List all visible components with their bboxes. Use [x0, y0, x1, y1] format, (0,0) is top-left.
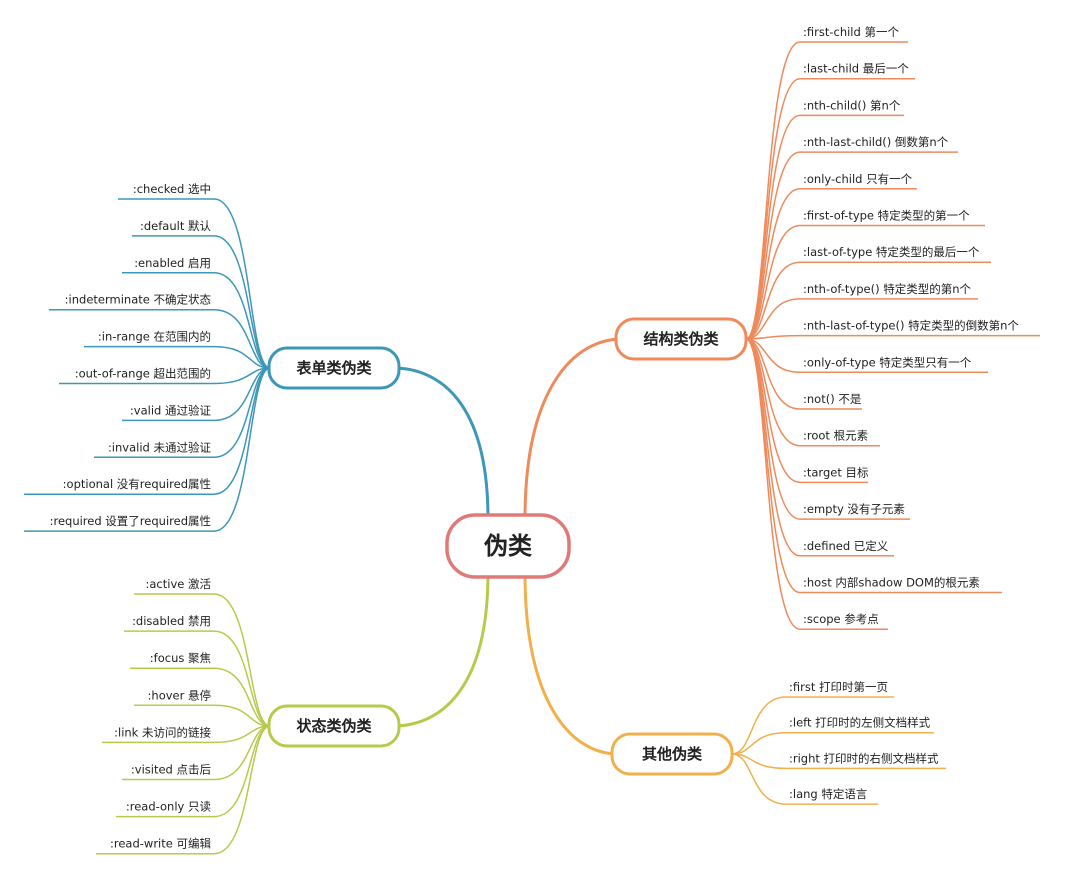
connector-state-5	[213, 725, 273, 781]
leaf-state: :link 未访问的链接	[114, 725, 211, 739]
branch-node-other: 其他伪类	[610, 732, 734, 776]
leaf-state: :disabled 禁用	[132, 614, 211, 628]
leaf-structural: :target 目标	[803, 465, 869, 479]
leaf-form: :valid 通过验证	[130, 403, 212, 417]
connector-state-2	[213, 667, 273, 727]
leaf-other: :left 打印时的左侧文档样式	[789, 716, 931, 730]
root-node: 伪类	[445, 513, 571, 579]
connector-other-0	[728, 696, 787, 755]
root-label: 伪类	[483, 532, 533, 560]
connector-structural-16	[742, 338, 801, 630]
leaf-state: :active 激活	[146, 577, 212, 591]
connector-root-other	[523, 571, 620, 756]
leaf-structural: :only-of-type 特定类型只有一个	[803, 355, 972, 369]
connector-other-3	[728, 753, 787, 805]
leaf-structural: :host 内部shadow DOM的根元素	[803, 576, 980, 590]
branch-node-state: 状态类伪类	[267, 704, 401, 748]
leaf-structural: :empty 没有子元素	[803, 502, 905, 516]
leaf-structural: :not() 不是	[803, 392, 862, 406]
leaf-state: :hover 悬停	[148, 688, 211, 702]
connector-form-3	[213, 308, 273, 369]
leaf-state: :read-only 只读	[126, 800, 212, 814]
leaf-form: :invalid 未通过验证	[108, 440, 212, 454]
leaf-structural: :nth-of-type() 特定类型的第n个	[803, 282, 972, 296]
leaf-form: :out-of-range 超出范围的	[75, 367, 211, 381]
node-layer: :first-child 第一个 :last-child 最后一个 :nth-chi…	[50, 25, 1020, 851]
branch-label-state: 状态类伪类	[296, 717, 372, 735]
connector-form-9	[213, 367, 273, 532]
leaf-structural: :nth-last-of-type() 特定类型的倒数第n个	[803, 319, 1019, 333]
connector-root-structural	[523, 337, 624, 521]
leaf-state: :read-write 可编辑	[110, 837, 211, 851]
leaf-form: :required 设置了required属性	[50, 514, 211, 528]
leaf-structural: :only-child 只有一个	[803, 172, 913, 186]
leaf-other: :first 打印时第一页	[789, 680, 888, 694]
connector-form-7	[213, 367, 273, 459]
leaf-form: :enabled 启用	[134, 256, 211, 270]
connector-form-6	[213, 367, 273, 422]
leaf-state: :focus 聚焦	[150, 651, 212, 665]
leaf-structural: :nth-last-child() 倒数第n个	[803, 135, 949, 149]
branch-label-structural: 结构类伪类	[643, 330, 719, 348]
leaf-state: :visited 点击后	[131, 763, 211, 777]
leaf-structural: :nth-child() 第n个	[803, 98, 901, 112]
leaf-structural: :last-of-type 特定类型的最后一个	[803, 245, 980, 259]
connector-structural-0	[742, 41, 801, 340]
leaf-structural: :defined 已定义	[803, 539, 889, 553]
branch-label-other: 其他伪类	[642, 745, 703, 763]
connector-structural-6	[742, 261, 801, 340]
branch-node-form: 表单类伪类	[267, 346, 401, 390]
branch-label-form: 表单类伪类	[296, 359, 372, 377]
leaf-form: :default 默认	[140, 219, 211, 233]
leaf-structural: :scope 参考点	[803, 612, 879, 626]
connector-root-form	[391, 366, 490, 521]
connector-other-1	[728, 731, 787, 755]
leaf-other: :right 打印时的右侧文档样式	[789, 751, 939, 765]
leaf-structural: :last-child 最后一个	[803, 62, 909, 76]
leaf-structural: :first-child 第一个	[803, 25, 899, 39]
leaf-form: :in-range 在范围内的	[98, 330, 211, 344]
connector-root-state	[391, 571, 490, 728]
connector-other-2	[728, 753, 787, 770]
leaf-structural: :root 根元素	[803, 429, 868, 443]
leaf-structural: :first-of-type 特定类型的第一个	[803, 209, 970, 223]
leaf-form: :optional 没有required属性	[63, 477, 211, 491]
connector-structural-15	[742, 338, 801, 594]
branch-node-structural: 结构类伪类	[614, 317, 748, 361]
leaf-form: :indeterminate 不确定状态	[65, 293, 212, 307]
connector-structural-10	[742, 338, 801, 410]
connector-layer	[24, 41, 1040, 855]
connector-state-7	[213, 725, 273, 855]
leaf-form: :checked 选中	[133, 182, 211, 196]
leaf-other: :lang 特定语言	[789, 787, 867, 801]
connector-state-6	[213, 725, 273, 818]
